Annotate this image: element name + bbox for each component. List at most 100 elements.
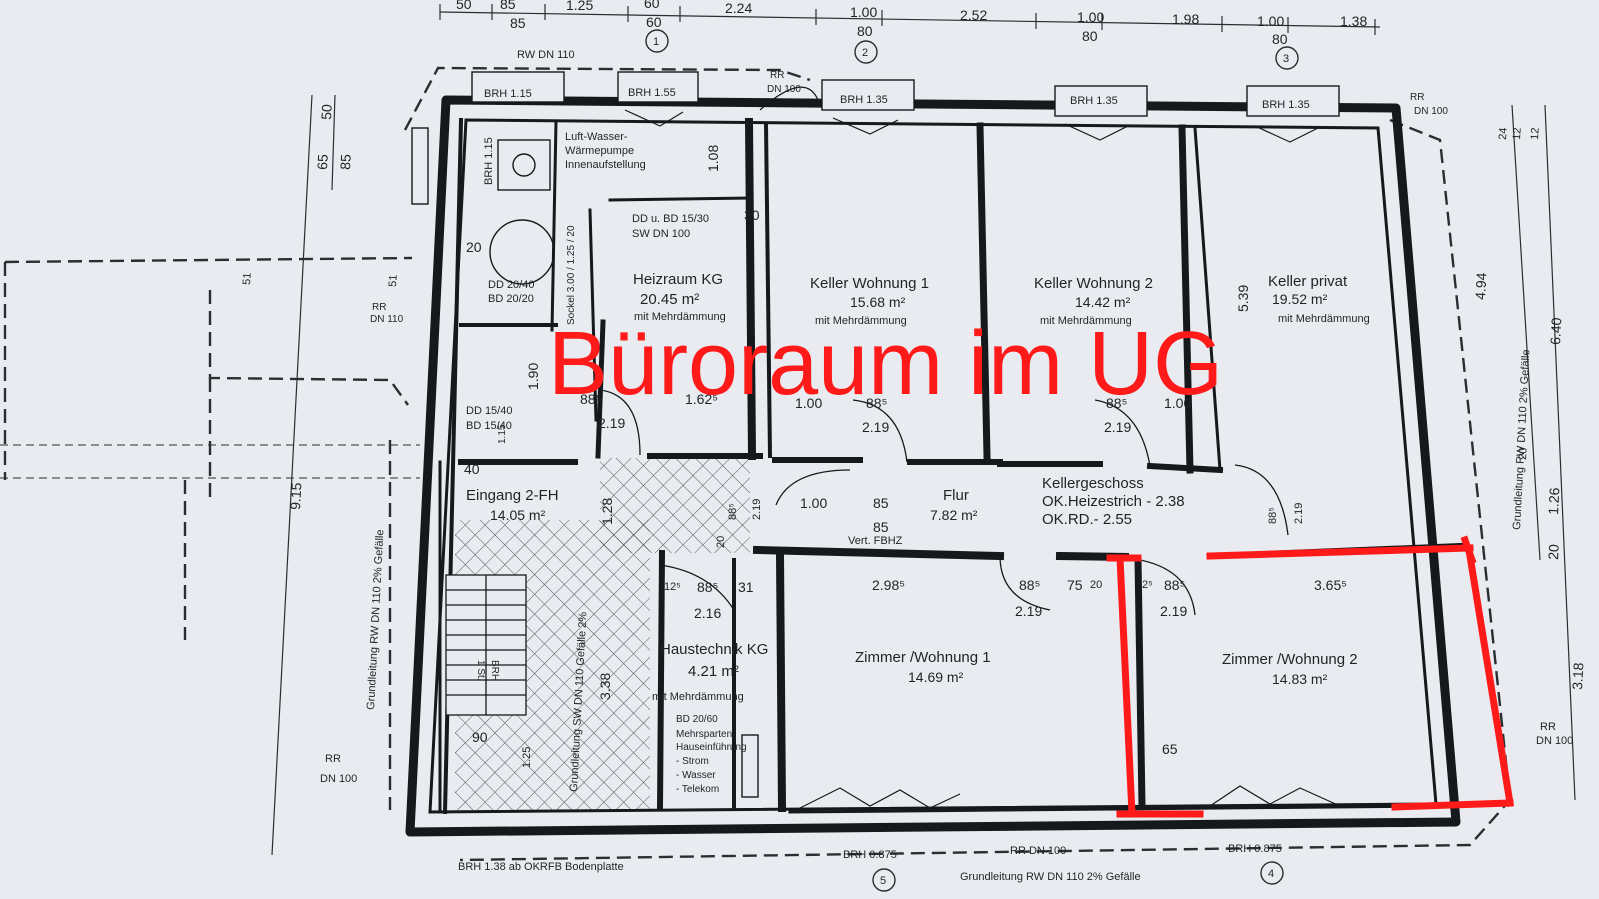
meter-box [741, 734, 759, 798]
dim-top: 2.52 [960, 7, 987, 23]
note-rr-dn100-right: DN 100 [1536, 735, 1573, 747]
note-vert-fbhz: Vert. FBHZ [848, 535, 903, 547]
room-labels: Heizraum KG 20.45 m² mit Mehrdämmung Kel… [466, 271, 1370, 703]
door-swings [599, 86, 1289, 616]
dim-top: 50 [456, 0, 472, 12]
window [471, 71, 565, 103]
window-check-marks [624, 109, 1341, 809]
axis-circle [1260, 861, 1284, 885]
dim-inner: 88⁵ [727, 503, 739, 520]
dim-inner: 3.65⁵ [1314, 577, 1347, 593]
room-area-keller-w1: 15.68 m² [850, 294, 906, 310]
note-waermepumpe: Luft-Wasser- [565, 131, 628, 143]
heat-pump-symbol [497, 139, 551, 191]
dim-inner: 1.00 [795, 395, 822, 411]
note-sockel: Sockel 3.00 / 1.25 / 20 [566, 225, 577, 325]
note-brh138: BRH 1.38 ab OKRFB Bodenplatte [458, 861, 624, 873]
note-dn100: DN 100 [1414, 106, 1448, 117]
room-note-keller-w1: mit Mehrdämmung [815, 315, 907, 327]
technical-notes: Luft-Wasser- Wärmepumpe Innenaufstellung… [320, 49, 1573, 883]
dim-inner: 88⁵ [1267, 507, 1279, 524]
window-label: BRH 0.875 [843, 849, 897, 861]
window-label: BRH 1.35 [840, 94, 888, 106]
dim-inner: 1.28 [599, 498, 615, 525]
dim-top: 60 [646, 14, 662, 30]
note-rr-bottom: RR DN 100 [1010, 845, 1066, 857]
room-area-heizraum: 20.45 m² [640, 291, 699, 308]
room-note-keller-privat: mit Mehrdämmung [1278, 313, 1370, 325]
dim-inner: 88⁵ [1164, 577, 1185, 593]
room-area-flur: 7.82 m² [930, 507, 978, 523]
dim-left: 50 [318, 104, 335, 121]
note-dn100: DN 100 [767, 84, 801, 95]
dim-right: 24 [1497, 127, 1510, 140]
window [821, 79, 915, 111]
top-dimension-chain [439, 4, 1381, 35]
note-ok-rd: OK.RD.- 2.55 [1042, 511, 1132, 528]
window-label: BRH 1.35 [1070, 95, 1118, 107]
dim-top: 1.00 [1077, 9, 1104, 25]
axis-label: 2 [862, 47, 868, 59]
dim-left: 85 [337, 154, 354, 171]
dim-left: 65 [314, 154, 331, 171]
stair-label: 1 St. [475, 660, 486, 681]
inner-dimensions: 1.08 30 20 51 51 1.90 40 1.15 88⁵ 2.19 1… [241, 145, 1347, 768]
dim-inner: 1.00 [1164, 395, 1191, 411]
dim-inner: 1.62⁵ [685, 391, 718, 407]
dim-inner: 5.39 [1235, 285, 1251, 312]
dim-top: 80 [1272, 31, 1288, 47]
dim-inner: 90 [472, 729, 488, 745]
dim-inner: 85 [873, 519, 889, 535]
axis-circle [645, 29, 669, 53]
note-rw-dn110: RW DN 110 [517, 49, 575, 61]
room-area-keller-privat: 19.52 m² [1272, 291, 1328, 307]
note-rr: RR [770, 70, 784, 81]
axis-label: 4 [1268, 868, 1274, 880]
dim-inner: 20 [1090, 579, 1102, 591]
window [1054, 85, 1148, 117]
dim-inner: 2⁵ [1142, 579, 1153, 591]
room-name-heizraum: Heizraum KG [633, 271, 723, 288]
window-label: BRH 1.15 [483, 137, 495, 185]
left-dimension [271, 94, 336, 856]
dim-right: 12 [1511, 127, 1524, 140]
room-name-zimmer-w2: Zimmer /Wohnung 2 [1222, 651, 1358, 668]
note-dd-bd: DD u. BD 15/30 [632, 213, 709, 225]
dim-inner: 40 [464, 461, 480, 477]
dim-inner: 31 [738, 579, 754, 595]
dim-inner: 12⁵ [664, 581, 681, 593]
dim-inner: 88⁵ [866, 395, 887, 411]
dim-inner: 2.19 [1015, 603, 1042, 619]
thin-dashed-lines [0, 444, 420, 479]
window-label: BRH 1.35 [1262, 99, 1310, 111]
note-dd1540: DD 15/40 [466, 405, 512, 417]
right-dimension [1511, 104, 1576, 801]
room-name-keller-w2: Keller Wohnung 2 [1034, 275, 1153, 292]
note-dn100-left: DN 100 [320, 773, 357, 785]
dim-inner: 1.08 [705, 145, 721, 172]
window [617, 71, 699, 103]
dim-inner: 75 [1067, 577, 1083, 593]
dim-inner: 85 [873, 495, 889, 511]
room-area-zimmer-w2: 14.83 m² [1272, 671, 1328, 687]
dim-inner: 51 [387, 274, 400, 287]
room-note-haustechnik: mit Mehrdämmung [652, 691, 744, 703]
hatched-entrance [455, 458, 750, 810]
dim-inner: 3.38 [597, 673, 613, 700]
dim-top: 85 [500, 0, 516, 12]
dim-right: 4.94 [1472, 272, 1489, 300]
note-mehrsparten: Hauseinführung [676, 742, 747, 753]
note-rr-dn110-left: DN 110 [370, 314, 404, 325]
axis-circle [854, 40, 878, 64]
dim-inner: 1.00 [800, 495, 827, 511]
dim-right: 3.18 [1569, 662, 1586, 690]
dim-inner: 30 [744, 207, 760, 223]
room-name-eingang: Eingang 2-FH [466, 487, 559, 504]
dim-inner: 65 [1162, 741, 1178, 757]
dim-top: 1.98 [1172, 11, 1199, 27]
axis-label: 5 [880, 875, 886, 887]
dim-right: 12 [1529, 127, 1542, 140]
room-area-zimmer-w1: 14.69 m² [908, 669, 964, 685]
